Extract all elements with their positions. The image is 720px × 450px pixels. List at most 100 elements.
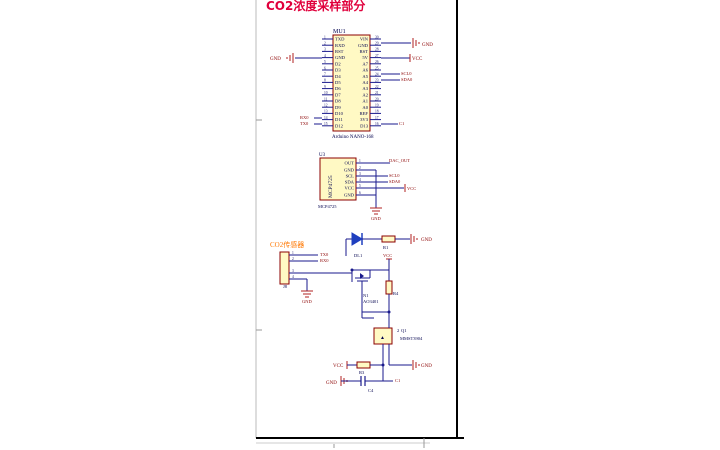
sensor-gnd-symbol <box>301 290 313 298</box>
q1-arrow: ▲ <box>380 336 385 341</box>
sensor-ref: J8 <box>283 284 288 289</box>
mcu-left-pin-name: TXD <box>335 37 345 42</box>
mcu-c1-label: C1 <box>399 121 404 126</box>
mcu-left-pin-number: 2 <box>324 42 326 46</box>
mcu-right-pin-name: RST <box>360 49 369 54</box>
mcu-scl-label: SCL0 <box>401 71 412 76</box>
sensor-rx-label: RX0 <box>320 258 329 263</box>
q1-block: ▲ 2 Q1 MMST3904 GND <box>362 312 432 370</box>
mcu-right-pin-name: A5 <box>362 74 368 79</box>
mcu-right-pin-name: A6 <box>362 68 368 73</box>
c4-ref: C4 <box>368 388 374 393</box>
mosfet-arrow <box>360 273 364 279</box>
mcu-left-pin-name: D11 <box>335 117 343 122</box>
mcu-left-pin-number: 3 <box>324 48 326 52</box>
mcu-right-pin-number: 17 <box>375 116 379 120</box>
dac-pin-number: 1 <box>359 159 361 163</box>
dac-scl-label: SCL0 <box>389 173 400 178</box>
mosfet-block: VCC N1 AO3401 R4 <box>350 253 399 318</box>
mcu-right-pin-number: 26 <box>375 60 379 64</box>
mcu-left-pin-number: 6 <box>324 66 326 70</box>
r3-body <box>356 361 371 369</box>
dac-pin-number: 4 <box>359 178 361 182</box>
mcu-left-pin-name: D2 <box>335 61 341 66</box>
dac-vcc-label: VCC <box>407 186 416 191</box>
mcu-left-pin-name: D3 <box>335 68 341 73</box>
mcu-right-pin-name: A1 <box>362 99 368 104</box>
mosfet-part: AO3401 <box>363 299 379 304</box>
mcu-right-pin-name: GND <box>358 43 369 48</box>
mcu-left-pin-name: GND <box>335 55 346 60</box>
page-title: CO2浓度采样部分 <box>266 0 365 13</box>
diode-triangle <box>351 232 363 246</box>
mcu-tx-label: TX0 <box>300 121 309 126</box>
q1-part: MMST3904 <box>400 336 423 341</box>
mcu-left-pin-name: D9 <box>335 105 341 110</box>
mcu-gnd-right-label: GND <box>422 43 433 48</box>
mcu-left-pin-number: 12 <box>324 104 328 108</box>
dac-gnd-symbol <box>370 207 382 215</box>
mcu-left-pin-name: D8 <box>335 99 341 104</box>
dac-ref: U3 <box>319 153 326 158</box>
mcu-left-pin-number: 7 <box>324 73 326 77</box>
diode-ref: DL1 <box>354 253 362 258</box>
r4-ref: R4 <box>393 291 399 296</box>
r1-ref: R1 <box>383 245 388 250</box>
mcu-left-pin-name: D7 <box>335 92 341 97</box>
c4-net-label: C1 <box>395 378 400 383</box>
mcu-left-pin-name: RXD <box>335 43 345 48</box>
mcu-right-pin-name: A4 <box>362 80 368 85</box>
mcu-right-pin-name: A2 <box>362 92 368 97</box>
mcu-left-pin-number: 8 <box>324 79 326 83</box>
dac-pin-name: VCC <box>345 186 354 191</box>
vcc-top-label: VCC <box>383 253 392 258</box>
mcu-left-pin-name: D5 <box>335 80 341 85</box>
diode-block: DL1 R1 GND <box>345 232 432 258</box>
sensor-gnd-label: GND <box>302 299 312 304</box>
mcu-right-pin-name: A0 <box>362 105 368 110</box>
mcu-right-pin-number: 28 <box>375 48 379 52</box>
mcu-sda-label: SDA0 <box>401 77 413 82</box>
mcu-right-pin-number: 22 <box>375 85 379 89</box>
sensor-pin-number: 4 <box>292 275 294 279</box>
sensor-tx-label: TX0 <box>320 252 329 257</box>
r1-body <box>381 235 396 243</box>
q1-ref: Q1 <box>401 328 407 333</box>
gnd-left-symbol <box>286 53 294 63</box>
mcu-left-pin-number: 11 <box>324 97 328 101</box>
dac-pin-name: OUT <box>345 161 355 166</box>
mcu-right-pin-number: 18 <box>375 110 379 114</box>
q1-pin2: 2 <box>397 328 399 333</box>
mcu-right-pin-number: 20 <box>375 97 379 101</box>
dac-pin-number: 3 <box>359 172 361 176</box>
mcu-ref: MU1 <box>333 29 346 35</box>
dac-pin-name: GND <box>344 168 355 173</box>
dac-pin-number: 2 <box>359 166 361 170</box>
dac-pin-number: 5 <box>359 184 361 188</box>
c4-gnd-label: GND <box>326 381 337 386</box>
mcu-right-pin-number: 16 <box>375 122 379 126</box>
mcu-right-pin-name: D13 <box>360 123 369 128</box>
mcu-vcc-label: VCC <box>412 57 423 62</box>
mcu-right-pin-number: 27 <box>375 54 379 58</box>
dac-vertical-label: MCP4725 <box>328 175 334 198</box>
dac-body <box>319 157 357 201</box>
mcu-right-pin-number: 21 <box>375 91 379 95</box>
mosfet-ref: N1 <box>363 293 369 298</box>
gnd-right-symbol <box>412 38 420 48</box>
dac-pin-name: GND <box>344 193 355 198</box>
mcu-left-pin-number: 10 <box>324 91 328 95</box>
dac-part: MCP4725 <box>318 204 337 209</box>
mcu-left-pin-name: D12 <box>335 123 344 128</box>
mcu-gnd-left-label: GND <box>270 57 281 62</box>
mcu-right-pin-number: 24 <box>375 73 379 77</box>
mcu-body <box>332 34 371 132</box>
dac-out-label: DAC_OUT <box>389 158 410 163</box>
mcu-left-pin-number: 5 <box>324 60 326 64</box>
mcu-right-pin-name: A3 <box>362 86 368 91</box>
